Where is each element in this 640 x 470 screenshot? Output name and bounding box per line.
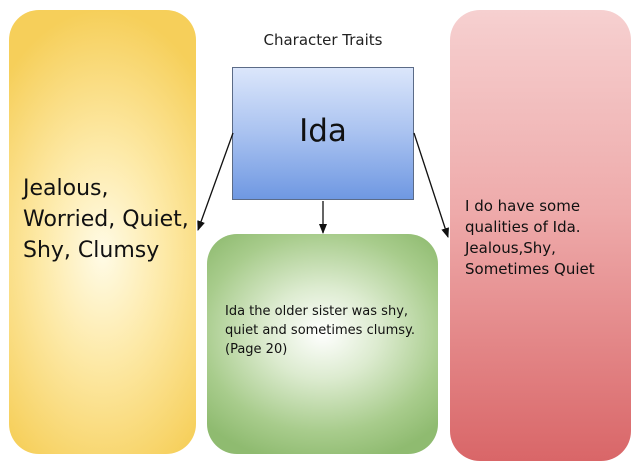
diagram-title: Character Traits (263, 31, 383, 49)
evidence-box: Ida the older sister was shy, quiet and … (207, 234, 438, 454)
connection-text: I do have some qualities of Ida. Jealous… (465, 197, 595, 278)
character-box: Ida (232, 67, 414, 200)
traits-text: Jealous, Worried, Quiet, Shy, Clumsy (23, 176, 189, 263)
arrow-to-traits (197, 132, 234, 231)
arrow-to-connection (413, 132, 450, 238)
traits-box: Jealous, Worried, Quiet, Shy, Clumsy (9, 10, 196, 454)
connection-box: I do have some qualities of Ida. Jealous… (450, 10, 631, 461)
evidence-text: Ida the older sister was shy, quiet and … (225, 304, 415, 357)
character-name: Ida (299, 113, 347, 149)
